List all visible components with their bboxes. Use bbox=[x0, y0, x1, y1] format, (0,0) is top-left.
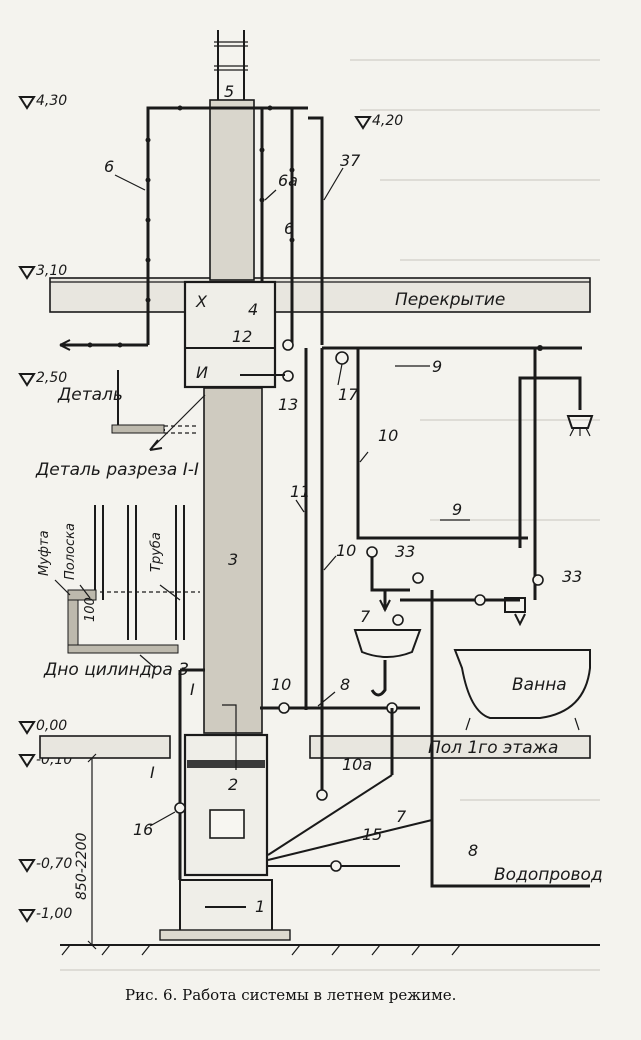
pipe-11: 11 bbox=[290, 348, 310, 710]
svg-text:3,10: 3,10 bbox=[36, 263, 67, 279]
level-0-00: 0,00 bbox=[18, 718, 67, 735]
svg-text:10: 10 bbox=[378, 426, 398, 445]
svg-text:X: X bbox=[195, 292, 208, 311]
svg-text:Муфта: Муфта bbox=[37, 530, 52, 576]
first-floor: Пол 1го этажа bbox=[39, 735, 600, 956]
water-supply-8: 8 Водопровод bbox=[432, 841, 603, 888]
boiler-outlets: 10а 7 15 bbox=[267, 708, 433, 872]
level-3-10: 3,10 bbox=[18, 263, 67, 280]
svg-text:7: 7 bbox=[396, 807, 407, 826]
svg-text:1: 1 bbox=[255, 897, 265, 916]
pipe-16: 16 I I bbox=[133, 668, 205, 880]
level-2-50: 2,50 bbox=[18, 370, 67, 387]
svg-text:7: 7 bbox=[360, 607, 371, 626]
svg-text:6: 6 bbox=[284, 219, 294, 238]
svg-text:11: 11 bbox=[290, 482, 310, 501]
shower-riser bbox=[518, 348, 594, 600]
svg-text:33: 33 bbox=[395, 542, 415, 561]
cylinder-3: 3 bbox=[203, 99, 263, 734]
storage-tank-4: X 4 И bbox=[183, 280, 277, 389]
svg-text:2: 2 bbox=[228, 775, 238, 794]
svg-text:6а: 6а bbox=[278, 171, 298, 190]
svg-text:2,50: 2,50 bbox=[36, 370, 67, 386]
svg-text:850-2200: 850-2200 bbox=[74, 833, 90, 900]
floor-slab-label: Перекрытие bbox=[395, 290, 505, 310]
bath-label: Ванна bbox=[512, 675, 567, 695]
svg-text:Дно цилиндра 3: Дно цилиндра 3 bbox=[43, 660, 189, 680]
mixer-33-right: 33 bbox=[400, 567, 582, 888]
svg-text:I: I bbox=[190, 680, 195, 699]
svg-text:37: 37 bbox=[340, 151, 361, 170]
svg-text:8: 8 bbox=[468, 841, 478, 860]
svg-text:9: 9 bbox=[452, 500, 462, 519]
svg-text:I: I bbox=[150, 763, 155, 782]
svg-text:100: 100 bbox=[83, 597, 98, 622]
first-floor-label: Пол 1го этажа bbox=[428, 738, 558, 758]
pipe-37: 37 bbox=[308, 116, 361, 345]
bathtub: Ванна bbox=[453, 649, 591, 731]
loop-6a: 6а 6 bbox=[259, 108, 298, 345]
svg-text:9: 9 bbox=[432, 357, 442, 376]
mixer-33-left: 33 bbox=[366, 542, 424, 613]
svg-text:И: И bbox=[196, 363, 208, 382]
svg-text:0,00: 0,00 bbox=[36, 718, 67, 734]
svg-text:Труба: Труба bbox=[149, 532, 164, 572]
svg-text:Деталь разреза I-I: Деталь разреза I-I bbox=[35, 460, 199, 480]
section-detail: Деталь разреза I-I Муфта Полоска Труба 1… bbox=[35, 460, 200, 680]
svg-text:17: 17 bbox=[338, 385, 359, 404]
ground-hatching bbox=[61, 944, 461, 956]
svg-text:12: 12 bbox=[232, 327, 252, 346]
svg-text:10: 10 bbox=[271, 675, 291, 694]
svg-text:15: 15 bbox=[362, 825, 382, 844]
detail-callout: Деталь bbox=[57, 370, 206, 451]
svg-text:Полоска: Полоска bbox=[63, 523, 78, 580]
water-supply-label: Водопровод bbox=[494, 865, 603, 885]
svg-text:4,20: 4,20 bbox=[372, 113, 403, 129]
svg-text:16: 16 bbox=[133, 820, 153, 839]
floor-slab: Перекрытие bbox=[49, 277, 591, 313]
level-4-20: 4,20 bbox=[354, 113, 403, 130]
svg-text:10а: 10а bbox=[342, 755, 372, 774]
pipe-10-upper: 10 9 bbox=[356, 348, 528, 540]
wash-basin-7: 7 bbox=[353, 607, 422, 697]
svg-text:4: 4 bbox=[248, 300, 258, 319]
valves-12-13-17: 12 13 17 bbox=[232, 327, 359, 414]
dimension-850-2200: 850-2200 bbox=[74, 753, 97, 950]
pipe-9-top: 9 bbox=[322, 345, 582, 376]
svg-text:3: 3 bbox=[228, 550, 238, 569]
chimney-5: 5 bbox=[214, 30, 248, 101]
boiler-2: 2 bbox=[183, 704, 269, 877]
svg-text:-1,00: -1,00 bbox=[36, 906, 72, 922]
svg-text:13: 13 bbox=[278, 395, 298, 414]
firebox-1: 1 bbox=[159, 879, 291, 941]
svg-text:Деталь: Деталь bbox=[57, 385, 123, 405]
svg-text:8: 8 bbox=[340, 675, 350, 694]
figure-caption: Рис. 6. Работа системы в летнем режиме. bbox=[125, 986, 456, 1004]
level-minus-1-00: -1,00 bbox=[18, 906, 72, 923]
pipe-8-10-lower: 10 8 bbox=[260, 675, 420, 714]
svg-text:10: 10 bbox=[336, 541, 356, 560]
level-4-30: 4,30 bbox=[18, 93, 67, 110]
pipe-10-middle: 10 bbox=[320, 348, 356, 790]
svg-text:-0,70: -0,70 bbox=[36, 856, 72, 872]
svg-text:5: 5 bbox=[224, 82, 234, 101]
loop-6: 6 bbox=[59, 105, 308, 351]
svg-text:33: 33 bbox=[562, 567, 582, 586]
svg-text:4,30: 4,30 bbox=[36, 93, 67, 109]
svg-text:6: 6 bbox=[104, 157, 114, 176]
level-minus-0-70: -0,70 bbox=[18, 856, 72, 873]
